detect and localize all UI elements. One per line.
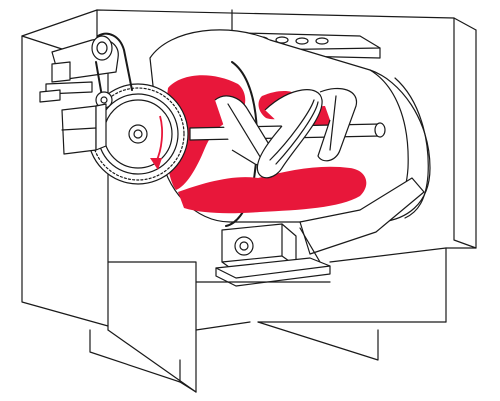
agitator-paddles bbox=[189, 87, 386, 179]
rotation-arrow bbox=[150, 115, 163, 170]
support-pedestal bbox=[215, 177, 425, 287]
motor-assembly bbox=[39, 32, 133, 155]
contents-lower-mass bbox=[178, 166, 367, 214]
drive-gear bbox=[87, 83, 189, 185]
